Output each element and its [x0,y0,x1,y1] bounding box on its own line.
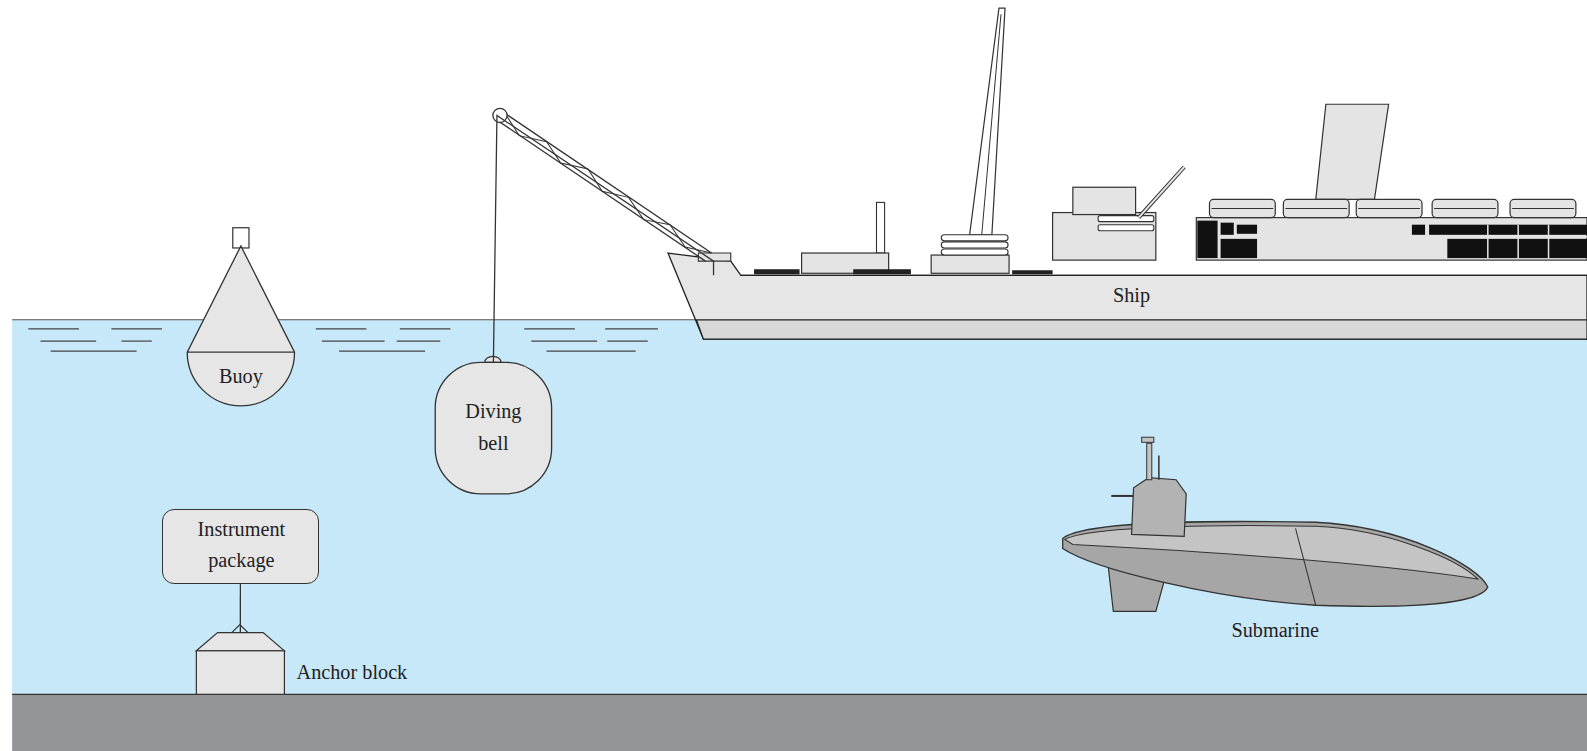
lifeboat-line [1212,208,1274,209]
lifeboat [1510,199,1576,217]
crane-lattice [505,113,711,253]
diving-bell-shape [435,362,551,494]
ripple [28,328,79,329]
water [12,320,1587,694]
buoy-waterline [187,352,294,353]
ripple [605,328,658,329]
mullion [1429,236,1587,238]
diving-bell-label: Diving bell [455,395,531,460]
deck-strips [754,269,1053,274]
ripple [316,328,367,329]
winch-stripes [941,235,1008,255]
ship-hull [668,253,1587,339]
small-crane [1139,167,1185,218]
lifeboat [1283,199,1349,217]
ship-label: Ship [676,284,1587,306]
buoy-label: Buoy [187,365,294,387]
ship-deckhouse [1053,213,1156,261]
window-block [1447,239,1587,258]
ship-hull-band [696,320,1587,339]
ship-funnel [1316,104,1389,199]
ripple [339,351,425,352]
ship-superstructure [1196,218,1587,261]
window-block [1221,223,1234,235]
lifeboat-line [1285,208,1347,209]
stripe [1098,225,1154,231]
submarine-antenna [1158,455,1160,479]
submarine-deck [1065,526,1478,579]
lifeboat [1432,199,1498,217]
stripe [941,242,1008,248]
lifeboat-line [1434,208,1496,209]
ripple [531,340,597,341]
mullion [1517,225,1519,258]
ripple [400,328,451,329]
window-block [1221,239,1257,258]
deck-line [741,275,1587,276]
connector-line [240,584,241,633]
ship-winch-house [931,255,1009,273]
connector-line [493,115,713,362]
ship-mast [970,8,1005,235]
submarine-sail [1132,478,1187,537]
ship-node: Ship [676,275,1587,320]
diving-bell-node: Diving bell [435,362,551,494]
crane-chord [505,113,711,253]
ripple [547,351,636,352]
stripe [1098,216,1154,222]
submarine-hull [1063,522,1488,607]
lifeboat [1356,199,1422,217]
window-block [1412,225,1425,235]
window-block [1429,225,1587,235]
ripple [397,340,441,341]
anchor-block-node: Anchor block [196,633,284,695]
seabed [12,694,1587,751]
deck-strip [754,269,800,274]
lifeboat-line [1512,208,1574,209]
mullion [1487,225,1489,258]
ripple [51,351,137,352]
ship-post [876,202,884,253]
ship-windows [1197,221,1587,258]
window-block [1197,221,1217,258]
ripple [322,340,385,341]
instrument-package-node: Instrument package [162,509,319,584]
deckhouse-stripes [1098,216,1154,231]
stripe [941,235,1008,241]
ripple [121,340,151,341]
water-ripples [28,329,658,351]
deck-strip [1012,270,1052,274]
submarine-plane [1111,495,1133,497]
ship-mast-line [982,14,1001,235]
submarine-periscope [1147,443,1152,479]
small-crane-fill [1139,167,1185,218]
lifeboat-line [1358,208,1420,209]
mullion [1548,225,1550,258]
lifeboats [1209,199,1575,217]
submarine-label: Submarine [1194,619,1356,641]
ripple [111,328,162,329]
buoy-shape [187,246,294,406]
ripple [40,340,96,341]
buoy-node: Buoy [187,246,294,411]
periscope-head [1142,437,1154,442]
window-mullions [1429,225,1587,258]
window-block [1237,225,1257,234]
submarine-seam [1296,528,1316,605]
ripple [524,328,575,329]
ship-bridge [1073,187,1136,214]
submarine-node: Submarine [1061,437,1488,612]
stripe [941,249,1008,255]
ripple [607,340,647,341]
deck-strip [853,269,911,274]
anchor-block-shape [196,651,284,695]
anchor-top [196,633,284,651]
instrument-package-label: Instrument package [163,514,320,575]
lifeboat [1209,199,1275,217]
anchor-block-label: Anchor block [297,661,469,683]
